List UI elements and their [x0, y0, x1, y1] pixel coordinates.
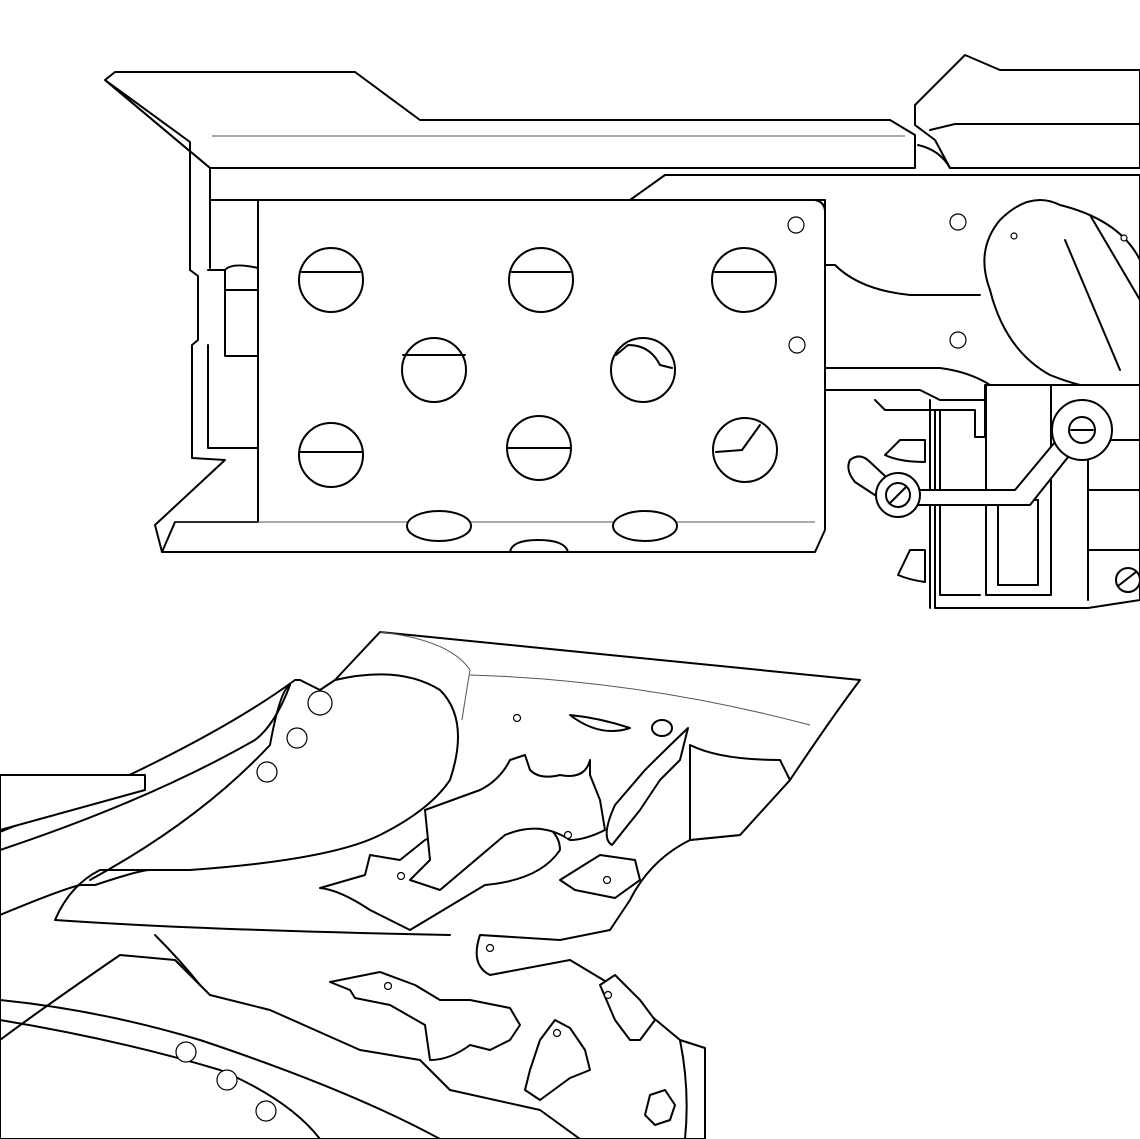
hammer-mechanism [629, 54, 1140, 609]
ornate-blade-grip [0, 631, 861, 1139]
slotted-screw [298, 247, 778, 488]
side-plate [161, 199, 826, 553]
